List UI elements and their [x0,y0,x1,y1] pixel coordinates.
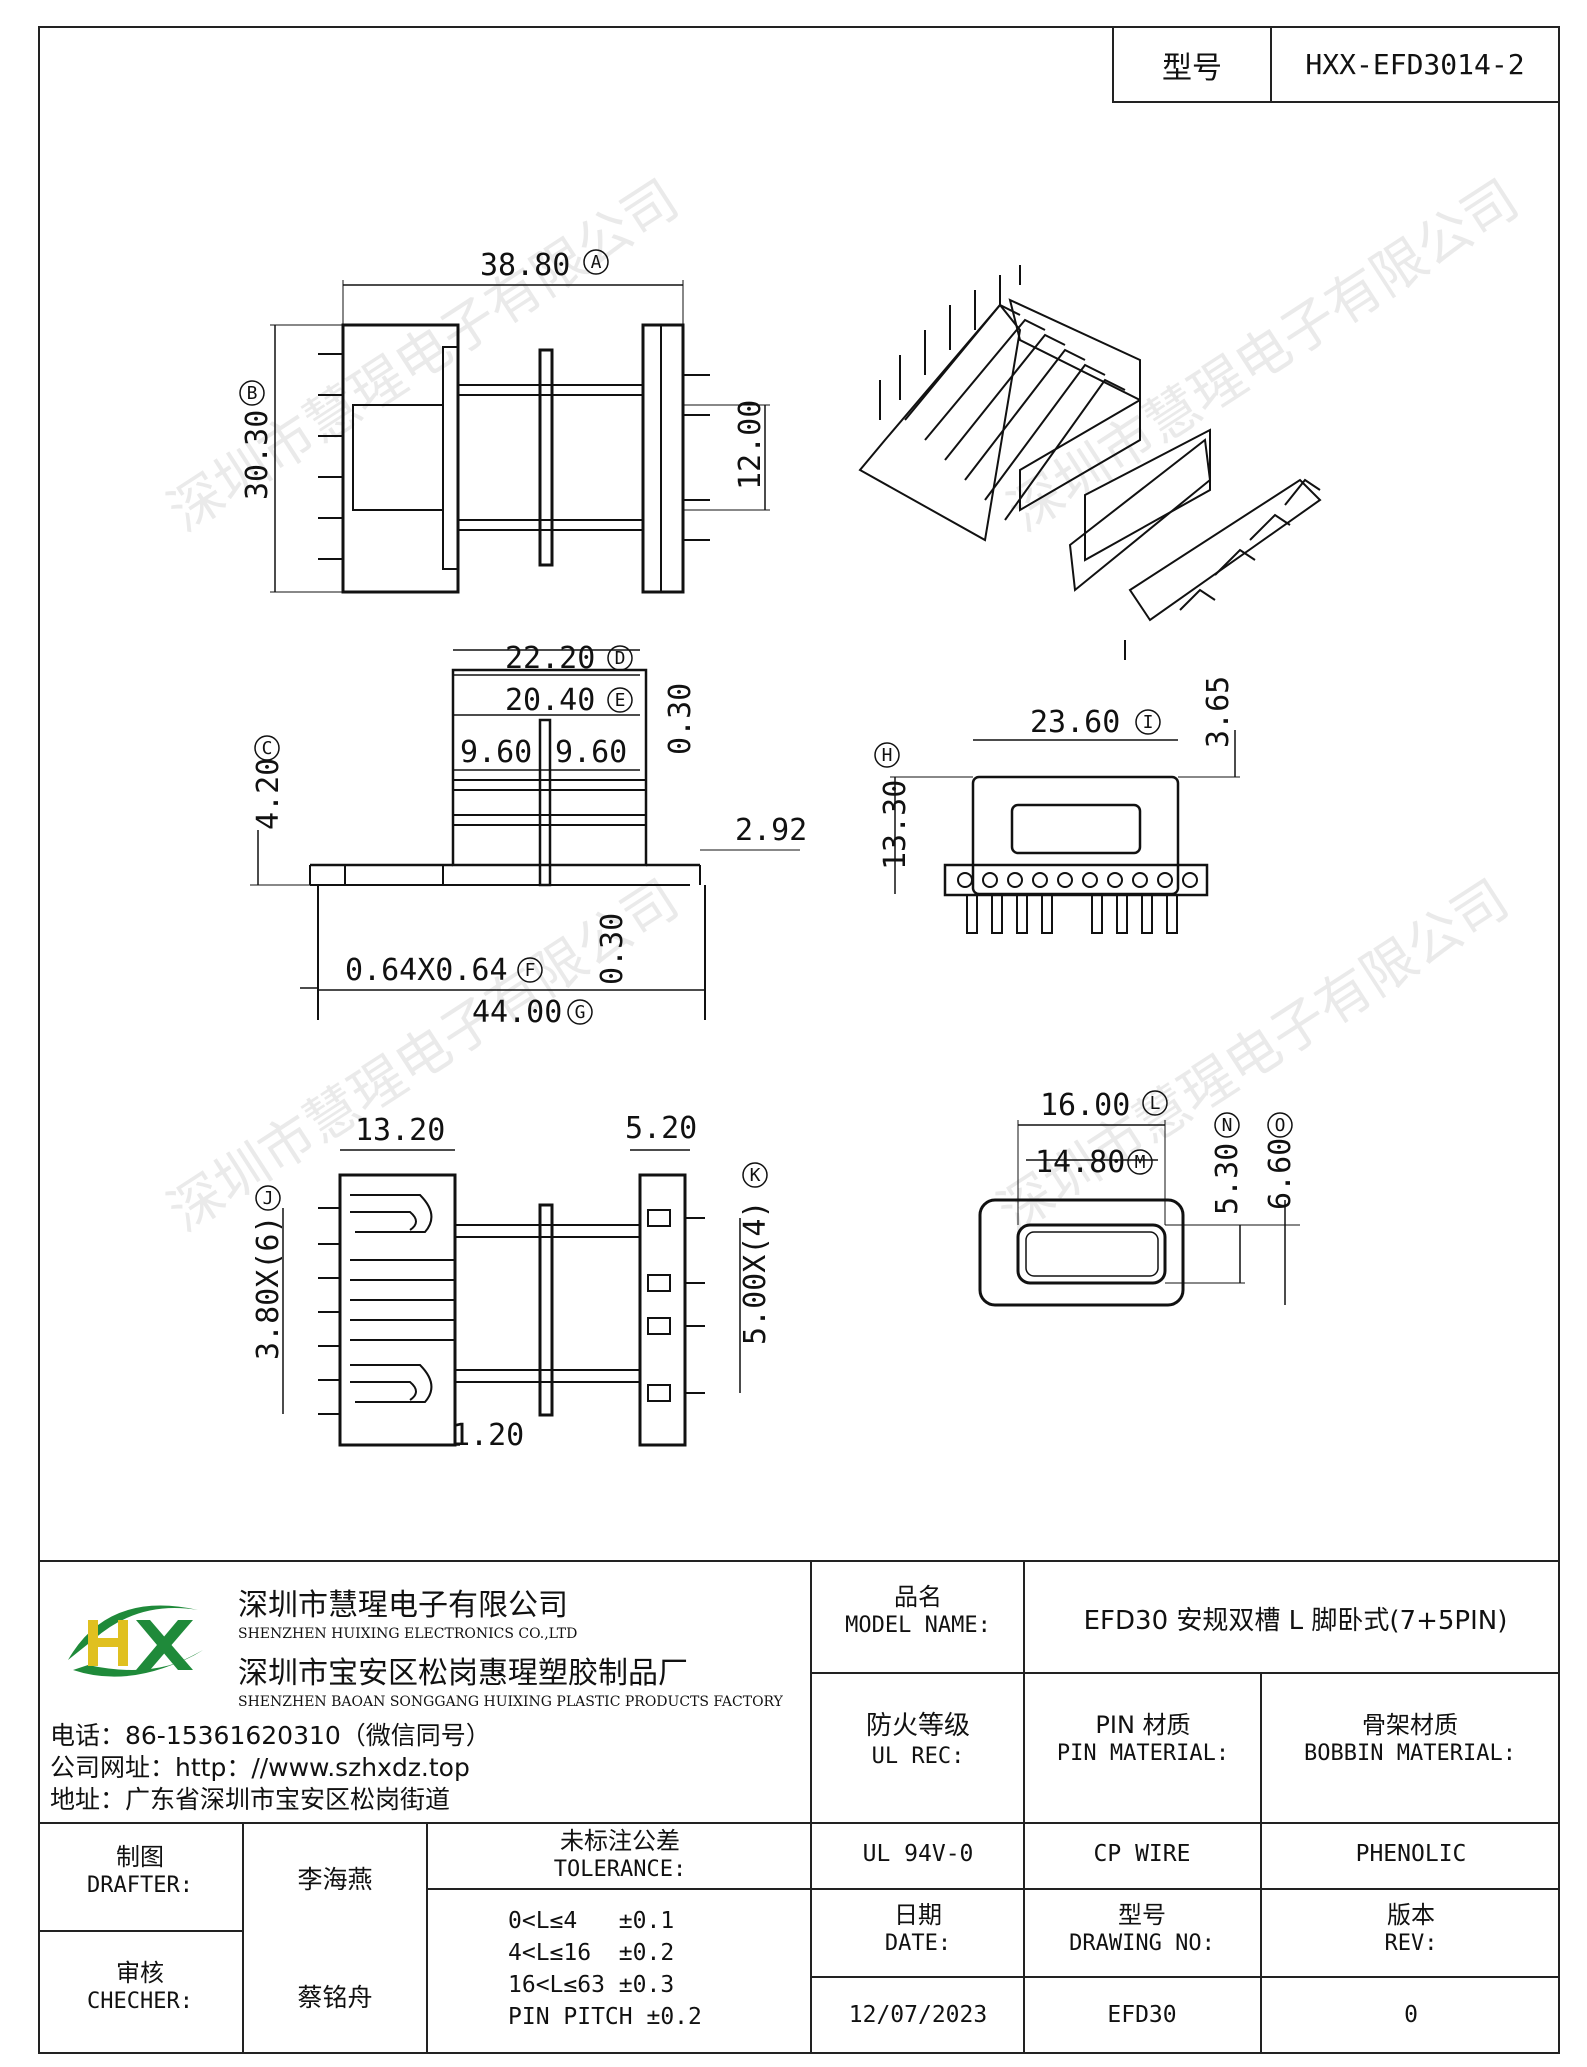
company-name-en: SHENZHEN HUIXING ELECTRONICS CO.,LTD [238,1626,578,1642]
factory-name-cn: 深圳市宝安区松岗惠瑆塑胶制品厂 [238,1656,688,1691]
dim-D: 22.20 [505,641,595,676]
dim-w9a: 9.60 [460,735,532,770]
company-website: 公司网址：http：//www.szhxdz.top [50,1753,470,1782]
dim-520: 5.20 [625,1111,697,1146]
dim-I: 23.60 [1030,705,1120,740]
tolerance-en: TOLERANCE: [553,1857,687,1882]
dim-030a: 0.30 [663,683,698,755]
checker-en: CHECHER: [87,1989,193,2014]
rev-cn: 版本 [1387,1901,1435,1929]
marker-E: E [615,690,626,711]
marker-L: L [1150,1093,1161,1114]
model-name-value: EFD30 安规双槽 L 脚卧式(7+5PIN) [1083,1606,1508,1636]
dim-G: 44.00 [472,995,562,1030]
bobbin-material-en: BOBBIN MATERIAL: [1304,1741,1516,1766]
marker-K: K [750,1165,761,1186]
side-view [250,645,800,1025]
bobbin-material-cn: 骨架材质 [1362,1711,1458,1739]
marker-O: O [1275,1115,1286,1136]
dim-B: 30.30 [240,410,275,500]
pin-material-cn: PIN 材质 [1095,1711,1191,1739]
dim-F: 0.64X0.64 [345,953,508,988]
tolerance-line-2: 4<L≤16 ±0.2 [508,1940,675,1966]
ul-rec-en: UL REC: [871,1743,965,1769]
marker-D: D [615,648,626,669]
top-view [239,249,770,594]
model-label: 型号 [1112,26,1272,103]
marker-G: G [575,1002,586,1023]
marker-C: C [262,738,273,759]
dim-L: 16.00 [1040,1088,1130,1123]
dim-030b: 0.30 [595,913,630,985]
dim-J: 3.80X(6) [251,1216,286,1361]
drawing-no-en: DRAWING NO: [1069,1931,1215,1956]
tolerance-cn: 未标注公差 [560,1827,680,1855]
dim-A: 38.80 [480,248,570,283]
company-phone: 电话：86-15361620310（微信同号） [50,1721,491,1750]
dim-292: 2.92 [735,813,807,848]
logo-text: HX [48,1580,50,1581]
window-view [978,1090,1300,1307]
ul-rec-cn: 防火等级 [865,1711,970,1741]
front-view [874,709,1240,934]
drawing-no-cn: 型号 [1118,1901,1166,1929]
marker-M: M [1135,1152,1146,1173]
marker-A: A [591,252,602,273]
company-logo: HX [48,1580,203,1677]
marker-J: J [263,1188,274,1209]
company-name-cn: 深圳市慧瑆电子有限公司 [238,1588,568,1623]
pin-material-en: PIN MATERIAL: [1056,1741,1230,1766]
bobbin-material-value: PHENOLIC [1355,1841,1467,1867]
factory-name-en: SHENZHEN BAOAN SONGGANG HUIXING PLASTIC … [238,1694,783,1710]
drawing-no-value: EFD30 [1107,2002,1177,2028]
company-address: 地址：广东省深圳市宝安区松岗街道 [50,1785,451,1814]
dim-H: 13.30 [878,780,913,870]
rev-value: 0 [1404,2002,1418,2028]
dim-1320: 13.20 [355,1113,445,1148]
marker-I: I [1143,712,1154,733]
model-value: HXX-EFD3014-2 [1270,26,1560,103]
dim-E: 20.40 [505,683,595,718]
isometric-view [858,265,1322,660]
drafter-en: DRAFTER: [87,1873,193,1898]
marker-H: H [882,745,893,766]
drawing-frame [38,26,1560,2054]
tolerance-line-1: 0<L≤4 ±0.1 [508,1908,675,1934]
model-name-en: MODEL NAME: [845,1613,991,1638]
dim-K: 5.00X(4) [738,1201,773,1346]
dim-120: 1.20 [452,1418,524,1453]
model-name-cn: 品名 [894,1583,942,1611]
drafter-name: 李海燕 [297,1865,373,1894]
dim-12: 12.00 [733,400,768,490]
date-cn: 日期 [894,1901,942,1929]
dim-N: 5.30 [1210,1143,1245,1215]
pin-material-value: CP WIRE [1093,1841,1191,1867]
tolerance-line-4: PIN PITCH ±0.2 [508,2004,702,2030]
rev-en: REV: [1384,1931,1438,1956]
marker-B: B [247,383,258,404]
tolerance-line-3: 16<L≤63 ±0.3 [508,1972,675,1998]
marker-F: F [525,960,536,981]
date-value: 12/07/2023 [848,2002,988,2028]
dim-O: 6.60 [1263,1138,1298,1210]
ul-value: UL 94V-0 [862,1841,974,1867]
checker-cn: 审核 [116,1959,164,1987]
dim-C: 4.20 [251,758,286,830]
marker-N: N [1222,1115,1233,1136]
dim-w9b: 9.60 [555,735,627,770]
technical-drawing: 38.80 30.30 12.00 22.20 20.40 9.60 9.60 … [239,248,1322,1453]
drafter-cn: 制图 [116,1843,164,1871]
date-en: DATE: [884,1931,952,1956]
title-block: HX 深圳市慧瑆电子有限公司 SHENZHEN HUIXING ELECTRON… [38,1560,1560,2054]
dim-M: 14.80 [1035,1145,1125,1180]
bottom-view [255,1149,768,1447]
dim-365: 3.65 [1201,676,1236,748]
checker-name: 蔡铭舟 [297,1983,373,2012]
